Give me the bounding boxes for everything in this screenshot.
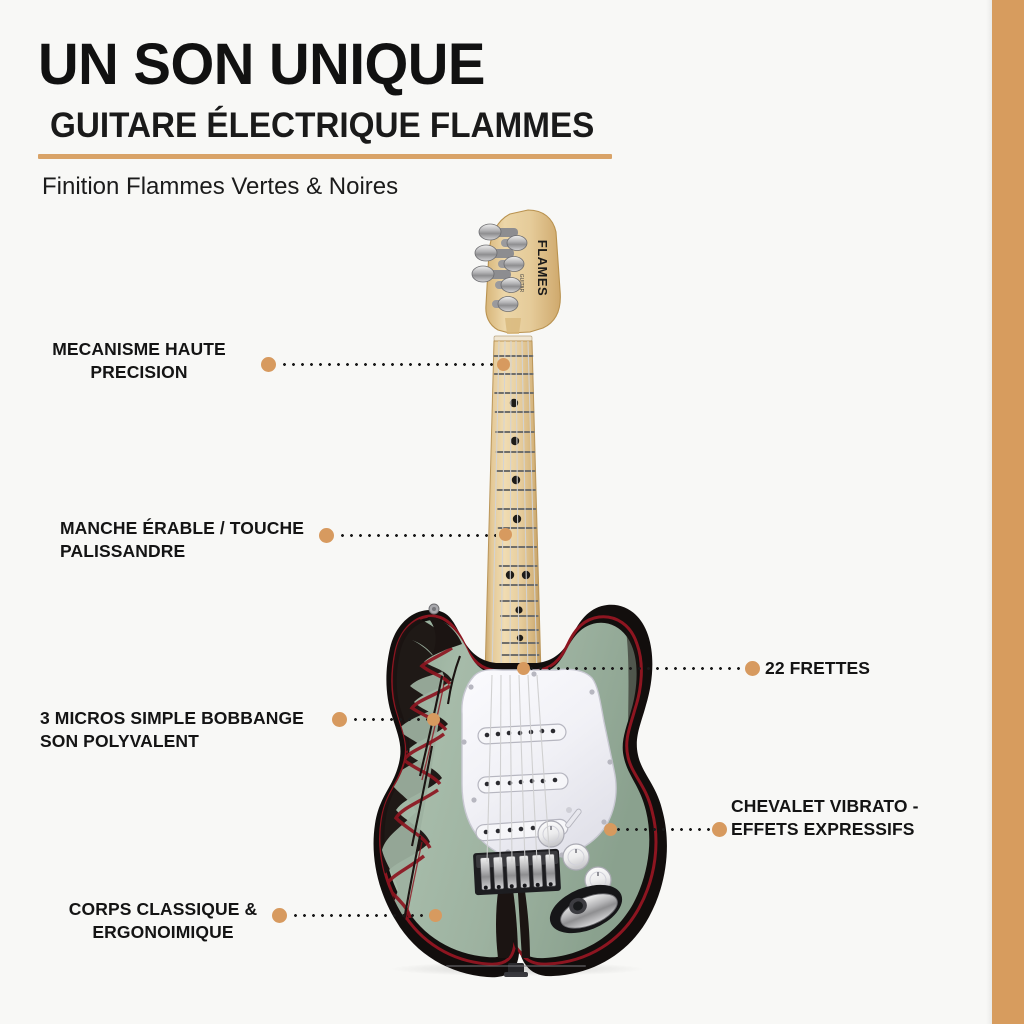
callout-frettes-line1: 22 FRETTES (765, 658, 871, 678)
pickguard (461, 668, 617, 861)
guitar-shadow (392, 962, 642, 976)
tuner (471, 265, 511, 283)
control-knobs (537, 807, 612, 894)
target-dot-micros (427, 713, 440, 726)
callout-chevalet: CHEVALET VIBRATO - EFFETS EXPRESSIFS (731, 795, 931, 841)
right-accent-bar (992, 0, 1024, 1024)
pickup-neck (477, 723, 567, 745)
callout-dot-micros (332, 712, 347, 727)
callout-mecanisme-line1: MECANISME HAUTE (52, 339, 226, 359)
body-binding (373, 604, 667, 978)
leader-line-chevalet (614, 828, 712, 831)
callout-frettes: 22 FRETTES (765, 657, 945, 680)
strap-button-top (428, 603, 440, 615)
tuner (492, 296, 519, 312)
tone-knob-1 (562, 843, 590, 871)
guitar-body (373, 603, 667, 978)
target-dot-chevalet (604, 823, 617, 836)
page-title: UN SON UNIQUE (38, 32, 485, 97)
tone-knob-2 (584, 866, 612, 894)
fretboard (484, 340, 542, 676)
callout-mecanisme: MECANISME HAUTE PRECISION (20, 338, 258, 384)
callout-manche-line2: PALISSANDRE (60, 541, 186, 562)
headstock: FLAMES GUITAR (471, 209, 561, 342)
callout-dot-chevalet (712, 822, 727, 837)
svg-text:FLAMES: FLAMES (535, 240, 550, 296)
target-dot-frettes (517, 662, 530, 675)
brand-logo-sub: GUITAR (518, 274, 524, 293)
callout-micros-line2: SON POLYVALENT (40, 731, 199, 752)
header-tagline: Finition Flammes Vertes & Noires (42, 173, 399, 200)
tuning-machines (471, 223, 528, 312)
tuner (498, 256, 525, 272)
target-dot-mecanisme (497, 358, 510, 371)
pickups (475, 723, 569, 842)
callout-corps-line2: ERGONOIMIQUE (92, 922, 234, 943)
page-subtitle: GUITARE ÉLECTRIQUE FLAMMES (50, 106, 595, 145)
pickup-selector-switch (565, 807, 582, 828)
callout-dot-mecanisme (261, 357, 276, 372)
callout-manche: MANCHE ÉRABLE / TOUCHE PALISSANDRE (60, 517, 310, 563)
headstock-body (485, 209, 561, 334)
target-dot-corps (429, 909, 442, 922)
fret-inlays (505, 398, 531, 642)
target-dot-manche (499, 528, 512, 541)
neck (484, 340, 542, 676)
callout-micros: 3 MICROS SIMPLE BOBBANGE SON POLYVALENT (40, 707, 312, 753)
header: UN SON UNIQUE GUITARE ÉLECTRIQUE FLAMMES… (38, 36, 638, 201)
callout-micros-line1: 3 MICROS SIMPLE BOBBANGE (40, 708, 304, 728)
tuner (478, 223, 518, 241)
volume-knob (537, 820, 565, 848)
pickup-middle (477, 772, 569, 794)
edge-bar-shadow (986, 0, 992, 1024)
callout-dot-frettes (745, 661, 760, 676)
leader-line-manche (338, 534, 496, 537)
callout-dot-manche (319, 528, 334, 543)
header-rule (38, 154, 612, 159)
strings-body (486, 674, 551, 863)
leader-line-corps (291, 914, 431, 917)
nut (493, 335, 533, 342)
flame-graphics (380, 617, 640, 966)
headstock-bevel (505, 318, 521, 334)
callout-corps: CORPS CLASSIQUE & ERGONOIMIQUE (60, 898, 266, 944)
callout-chevalet-line2: EFFETS EXPRESSIFS (731, 819, 915, 840)
tuner (474, 244, 514, 262)
callout-dot-corps (272, 908, 287, 923)
tuner (495, 277, 522, 293)
leader-line-micros (351, 718, 429, 721)
callout-corps-line1: CORPS CLASSIQUE & (68, 899, 258, 919)
callout-chevalet-line1: CHEVALET VIBRATO - (731, 796, 919, 816)
frets (493, 354, 540, 668)
pickup-bridge (475, 818, 569, 842)
callout-mecanisme-line2: PRECISION (90, 362, 188, 383)
tuner (501, 235, 528, 251)
output-jack-plate (549, 884, 623, 934)
pickguard-screws (461, 671, 613, 858)
brand-logo: FLAMES (535, 240, 550, 296)
callout-manche-line1: MANCHE ÉRABLE / TOUCHE (60, 518, 304, 538)
leader-line-mecanisme (280, 363, 494, 366)
leader-line-frettes (527, 667, 745, 670)
vibrato-bridge (473, 848, 561, 896)
svg-text:GUITAR: GUITAR (518, 274, 524, 293)
strings-neck (491, 340, 538, 676)
